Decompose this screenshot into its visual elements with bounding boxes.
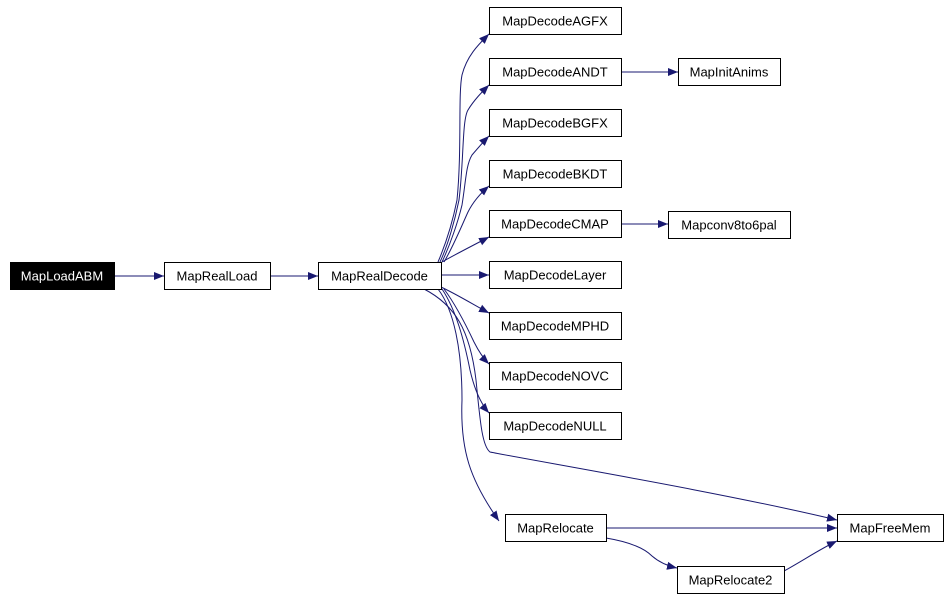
- node-mapdecodecmap[interactable]: MapDecodeCMAP: [489, 210, 622, 238]
- node-label: MapDecodeBGFX: [502, 116, 608, 131]
- node-label: MapDecodeMPHD: [501, 319, 609, 334]
- node-label: MapDecodeAGFX: [502, 14, 608, 29]
- node-box: [318, 262, 442, 290]
- edges-layer: [115, 33, 838, 572]
- node-box: [489, 58, 622, 86]
- node-label: MapDecodeBKDT: [503, 167, 608, 182]
- edge-maprealdecode-to-mapdecodenovc: [443, 288, 490, 365]
- node-box: [489, 312, 622, 340]
- edge-maprelocate-to-maprelocate2: [605, 537, 678, 570]
- node-mapconv8to6pal[interactable]: Mapconv8to6pal: [668, 211, 791, 239]
- node-box: [489, 160, 622, 188]
- node-mapdecodemphd[interactable]: MapDecodeMPHD: [489, 312, 622, 340]
- node-label: MapDecodeANDT: [502, 65, 608, 80]
- node-box: [489, 261, 622, 289]
- node-box: [668, 211, 791, 239]
- node-box: [505, 514, 607, 542]
- edge-maprealdecode-to-mapdecodeandt: [439, 84, 490, 263]
- node-label: MapDecodeLayer: [504, 268, 607, 283]
- node-label: Mapconv8to6pal: [681, 218, 777, 233]
- node-mapdecodelayer[interactable]: MapDecodeLayer: [489, 261, 622, 289]
- node-label: MapRelocate2: [689, 573, 773, 588]
- node-label: MapRealDecode: [331, 269, 428, 284]
- node-mapdecodenull[interactable]: MapDecodeNULL: [489, 412, 622, 440]
- node-box: [489, 412, 622, 440]
- node-label: MapDecodeCMAP: [501, 217, 609, 232]
- node-maprelocate2[interactable]: MapRelocate2: [677, 566, 785, 594]
- node-label: MapFreeMem: [850, 521, 931, 536]
- node-label: MapRelocate: [517, 521, 594, 536]
- edge-maprealdecode-to-mapdecodebkdt: [443, 185, 490, 263]
- node-box: [10, 262, 115, 290]
- node-box: [164, 262, 271, 290]
- node-mapdecodebgfx[interactable]: MapDecodeBGFX: [489, 109, 622, 137]
- node-label: MapDecodeNULL: [503, 419, 606, 434]
- edge-maprealdecode-to-mapdecodeagfx: [437, 33, 490, 263]
- node-mapdecodebkdt[interactable]: MapDecodeBKDT: [489, 160, 622, 188]
- node-mapdecodeandt[interactable]: MapDecodeANDT: [489, 58, 622, 86]
- edge-maprealdecode-to-mapdecodebgfx: [441, 135, 490, 263]
- node-box: [489, 210, 622, 238]
- node-box: [678, 58, 781, 86]
- node-maprealload[interactable]: MapRealLoad: [164, 262, 271, 290]
- node-mapdecodenovc[interactable]: MapDecodeNOVC: [489, 362, 622, 390]
- edge-maprealdecode-to-mapfreemem: [423, 288, 838, 522]
- node-mapinitanims[interactable]: MapInitAnims: [678, 58, 781, 86]
- node-maprealdecode[interactable]: MapRealDecode: [318, 262, 442, 290]
- node-mapfreemem[interactable]: MapFreeMem: [837, 514, 944, 542]
- node-mapdecodeagfx[interactable]: MapDecodeAGFX: [489, 7, 622, 35]
- node-box: [489, 7, 622, 35]
- node-label: MapLoadABM: [21, 269, 103, 284]
- node-label: MapInitAnims: [690, 65, 769, 80]
- node-box: [837, 514, 944, 542]
- node-maprelocate[interactable]: MapRelocate: [505, 514, 607, 542]
- node-maploadabm[interactable]: MapLoadABM: [10, 262, 115, 290]
- node-box: [489, 362, 622, 390]
- node-label: MapDecodeNOVC: [501, 369, 609, 384]
- edge-maprealdecode-to-mapdecodemphd: [440, 286, 490, 314]
- node-label: MapRealLoad: [177, 269, 258, 284]
- edge-maprelocate2-to-mapfreemem: [783, 540, 838, 572]
- node-box: [677, 566, 785, 594]
- node-box: [489, 109, 622, 137]
- edge-maprealdecode-to-mapdecodecmap: [441, 236, 490, 263]
- edge-maprealdecode-to-mapdecodenull: [441, 288, 490, 414]
- edge-maprealdecode-to-maprelocate: [437, 288, 500, 522]
